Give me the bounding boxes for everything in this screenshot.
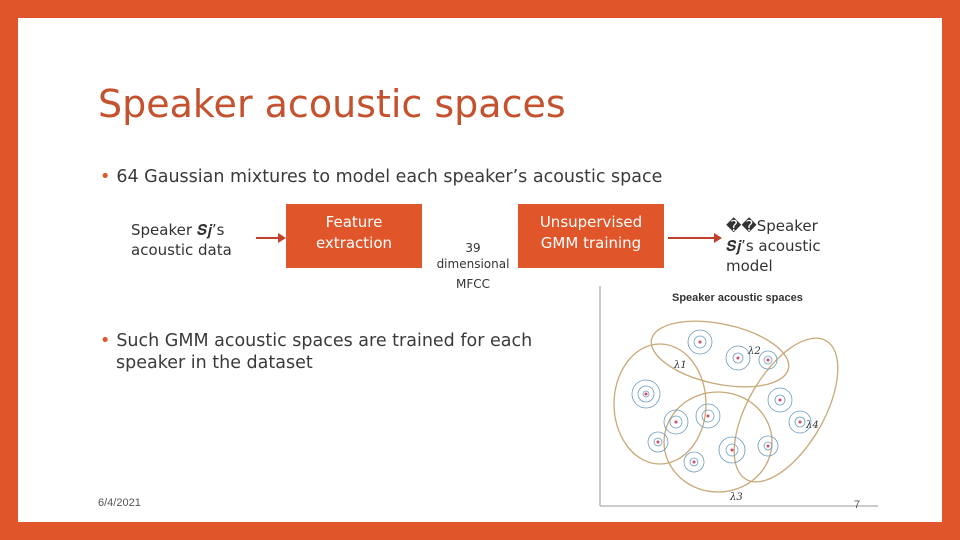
bullet-2-line1: Such GMM acoustic spaces are trained for… [116, 331, 533, 351]
feature-extraction-box: Feature extraction [286, 204, 422, 268]
gmm-training-line2: GMM training [540, 234, 642, 252]
gmm-training-line1: Unsupervised [539, 213, 643, 231]
slide-date: 6/4/2021 [98, 497, 141, 509]
label-lambda-1: λ1 [673, 360, 687, 371]
label-lambda-2: λ2 [747, 346, 761, 357]
bullet-2-line2: speaker in the dataset [116, 353, 313, 373]
acoustic-spaces-illustration: λ1 λ2 λ3 λ4 [599, 286, 878, 507]
gmm-training-box: Unsupervised GMM training [518, 204, 664, 268]
arrow-to-feature-extraction [256, 233, 286, 243]
bullet-1: •64 Gaussian mixtures to model each spea… [100, 166, 662, 188]
figure-title: Speaker acoustic spaces [672, 292, 803, 304]
input-label: Speaker 𝑺𝒋’s acoustic data [131, 220, 281, 260]
speaker-space-3 [663, 391, 773, 493]
output-label-line1: ��Speaker [726, 217, 818, 235]
feature-extraction-line1: Feature [325, 213, 383, 231]
speaker-space-2 [650, 320, 790, 388]
speaker-space-1 [613, 343, 707, 465]
feature-extraction-line2: extraction [315, 234, 393, 252]
bullet-1-text: 64 Gaussian mixtures to model each speak… [116, 167, 663, 187]
bullet-marker: • [100, 167, 111, 187]
gaussian-clusters [631, 329, 812, 473]
input-label-line2: acoustic data [131, 241, 232, 259]
mfcc-label: 39 dimensional MFCC [428, 240, 518, 292]
bullet-marker-2: • [100, 331, 111, 351]
output-label: ��Speaker 𝑺𝒋’s acoustic model [726, 216, 856, 276]
arrow-to-speaker-model [668, 233, 722, 243]
label-lambda-4: λ4 [805, 420, 819, 431]
label-lambda-3: λ3 [729, 492, 743, 503]
cluster-centers [644, 340, 802, 464]
input-label-line1: Speaker 𝑺𝒋’s [131, 221, 225, 239]
output-label-line3: model [726, 257, 773, 275]
page-number: 7 [854, 499, 861, 511]
mfcc-label-line2: dimensional [436, 257, 510, 271]
slide-title: Speaker acoustic spaces [98, 82, 566, 126]
output-label-line2: 𝑺𝒋’s acoustic [726, 237, 821, 255]
mfcc-label-line3: MFCC [455, 277, 490, 291]
mfcc-label-line1: 39 [465, 241, 481, 255]
bullet-2: •Such GMM acoustic spaces are trained fo… [100, 330, 560, 374]
slide: Speaker acoustic spaces •64 Gaussian mix… [18, 18, 942, 522]
acoustic-spaces-figure: Speaker acoustic spaces [598, 282, 898, 514]
speaker-space-4 [733, 337, 839, 483]
